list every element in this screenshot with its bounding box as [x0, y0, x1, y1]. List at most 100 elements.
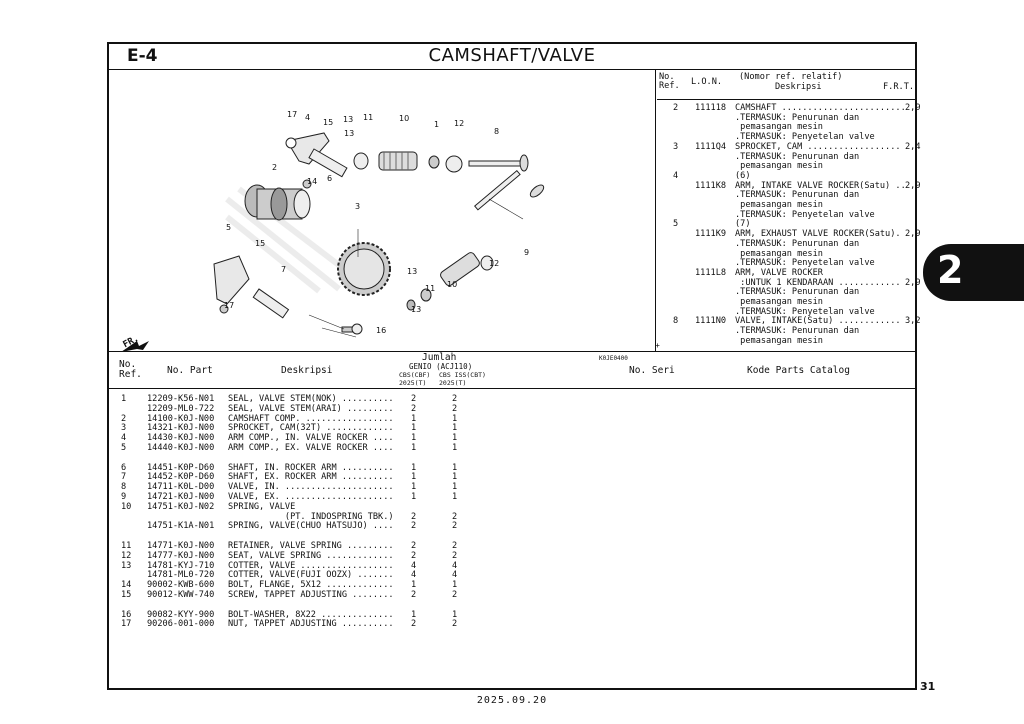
qty-cbs: 2	[411, 619, 417, 630]
variant-col2-header: CBS ISS(CBT) 2025(T)	[439, 371, 486, 387]
variant-col1-header: CBS(CBF) 2025(T)	[399, 371, 431, 387]
continued-mark: +	[655, 341, 660, 350]
part-description: BOLT-WASHER, 8X22 ..............	[228, 609, 394, 620]
callout-label: 15	[255, 239, 265, 248]
ref-table-desc: CAMSHAFT ........................	[735, 103, 906, 113]
qty-cbs: 1	[411, 423, 417, 434]
catalog-code-header: Kode Parts Catalog	[747, 365, 850, 376]
ref-table-desc: .TERMASUK: Penyetelan valve	[735, 306, 875, 317]
ref-table-desc: .TERMASUK: Penurunan dan	[735, 287, 860, 298]
part-number: 14777-K0J-N00	[147, 550, 215, 561]
qty-cbs-iss: 4	[452, 570, 458, 581]
ref-table-desc: pemasangan mesin	[735, 161, 823, 172]
part-ref: 17	[121, 619, 132, 630]
ref-table-ref: 3	[673, 141, 679, 152]
ref-table-desc: .TERMASUK: Penurunan dan	[735, 151, 860, 162]
desc-top-header: (Nomor ref. relatif)	[739, 72, 843, 82]
chapter-tab: 2	[923, 244, 1024, 301]
part-ref: 11	[121, 541, 132, 551]
qty-cbs: 2	[411, 511, 417, 522]
qty-cbs: 1	[411, 443, 417, 453]
qty-cbs-iss: 1	[452, 423, 458, 434]
callout-label: 3	[355, 202, 360, 211]
footer-date: 2025.09.20	[476, 695, 548, 706]
ref-table-desc: :UNTUK 1 KENDARAAN ............	[735, 277, 901, 288]
part-description: VALVE, EX. .....................	[228, 492, 394, 502]
part-description: SCREW, TAPPET ADJUSTING ........	[228, 590, 394, 600]
part-number: 90012-KWW-740	[147, 590, 215, 600]
camshaft-part	[244, 184, 311, 221]
ref-table-desc: pemasangan mesin	[735, 335, 823, 346]
part-ref: 12	[121, 550, 132, 561]
ref-table-lon: 111118	[695, 103, 727, 113]
diagram-code: K0JE0400	[599, 355, 628, 362]
qty-cbs-iss: 1	[452, 492, 458, 502]
section-code: E-4	[127, 46, 158, 66]
part-ref: 10	[121, 501, 132, 512]
ref-table-desc: ARM, VALVE ROCKER	[735, 267, 823, 278]
part-ref: 9	[121, 492, 127, 502]
ref-no-header: No. Ref.	[659, 72, 680, 91]
qty-cbs: 1	[411, 433, 417, 444]
part-no-header: No. Part	[167, 365, 213, 376]
qty-cbs: 2	[411, 541, 417, 551]
table-row	[109, 600, 915, 610]
ref-table-desc: VALVE, INTAKE(Satu) ............	[735, 316, 901, 327]
parts-desc-header: Deskripsi	[281, 365, 333, 376]
callout-label: 9	[524, 248, 529, 257]
ref-table-desc: SPROCKET, CAM ..................	[735, 141, 901, 152]
callout-label: 16	[376, 326, 386, 335]
qty-cbs: 2	[411, 403, 417, 414]
ref-table-desc: (7)	[735, 219, 751, 230]
callout-label: 7	[281, 265, 286, 274]
part-ref: 5	[121, 443, 127, 453]
qty-cbs: 2	[411, 394, 417, 404]
part-ref: 14	[121, 580, 132, 591]
part-number: 14430-K0J-N00	[147, 433, 215, 444]
qty-cbs-iss: 2	[452, 541, 458, 551]
ref-table-desc: ARM, EXHAUST VALVE ROCKER(Satu).	[735, 229, 901, 240]
ref-table-lon: 1111N0	[695, 316, 727, 327]
ref-table-desc: pemasangan mesin	[735, 200, 823, 210]
callout-label: 8	[494, 127, 499, 136]
callout-label: 13	[407, 267, 417, 276]
part-description: CAMSHAFT COMP. .................	[228, 413, 394, 424]
part-number: 14100-K0J-N00	[147, 413, 215, 424]
front-arrow-icon	[122, 341, 149, 351]
jumlah-header: Jumlah	[422, 352, 457, 363]
part-ref: 7	[121, 472, 127, 483]
part-number: 90082-KYY-900	[147, 609, 215, 620]
part-description: BOLT, FLANGE, 5X12 .............	[228, 580, 394, 591]
ref-table-desc: .TERMASUK: Penurunan dan	[735, 238, 860, 249]
part-description: SHAFT, EX. ROCKER ARM ..........	[228, 472, 394, 483]
ref-table-desc: .TERMASUK: Penyetelan valve	[735, 132, 875, 143]
callout-label: 1	[434, 120, 439, 129]
part-number: 12209-K56-N01	[147, 394, 215, 404]
callout-label: 15	[323, 118, 333, 127]
page-header: E-4 CAMSHAFT/VALVE	[109, 44, 915, 70]
part-description: (PT. INDOSPRING TBK.)	[228, 511, 394, 522]
qty-cbs-iss: 2	[452, 394, 458, 404]
callout-label: 4	[305, 113, 310, 122]
callout-label: 12	[454, 119, 464, 128]
qty-cbs-iss: 2	[452, 403, 458, 414]
catalog-page-frame: E-4 CAMSHAFT/VALVE	[107, 42, 921, 690]
ref-table-lon: 1111K9	[695, 229, 727, 240]
callout-label: 5	[226, 223, 231, 232]
qty-cbs-iss: 2	[452, 550, 458, 561]
part-description: COTTER, VALVE ..................	[228, 560, 394, 571]
part-description: VALVE, IN. .....................	[228, 482, 394, 493]
ref-table-frt: 2,4	[905, 141, 921, 152]
qty-cbs: 4	[411, 570, 417, 581]
part-number: 14711-K0L-D00	[147, 482, 215, 493]
